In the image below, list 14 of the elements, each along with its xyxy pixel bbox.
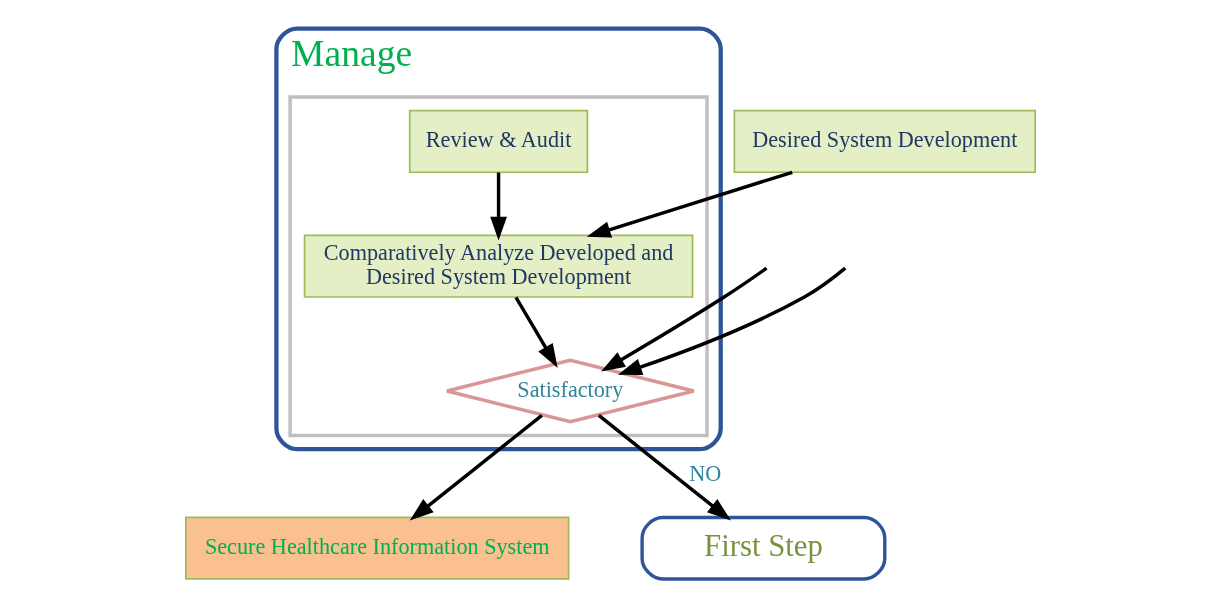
node-box: Desired System Development — [733, 109, 1036, 174]
arrow — [489, 172, 507, 241]
edge-label: NO — [688, 460, 721, 486]
arrow — [597, 414, 731, 521]
arrow — [617, 266, 846, 376]
arrow — [586, 170, 793, 238]
node-box: First Step — [639, 515, 886, 581]
node-box: Review & Audit — [408, 109, 588, 174]
cluster — [287, 95, 709, 438]
arrow — [409, 414, 543, 521]
arrow — [600, 266, 768, 376]
node-box: Comparatively Analyze Developed and Desired System Development — [303, 234, 693, 298]
node-box: Secure Healthcare Information System — [184, 516, 569, 580]
arrow — [513, 296, 558, 368]
